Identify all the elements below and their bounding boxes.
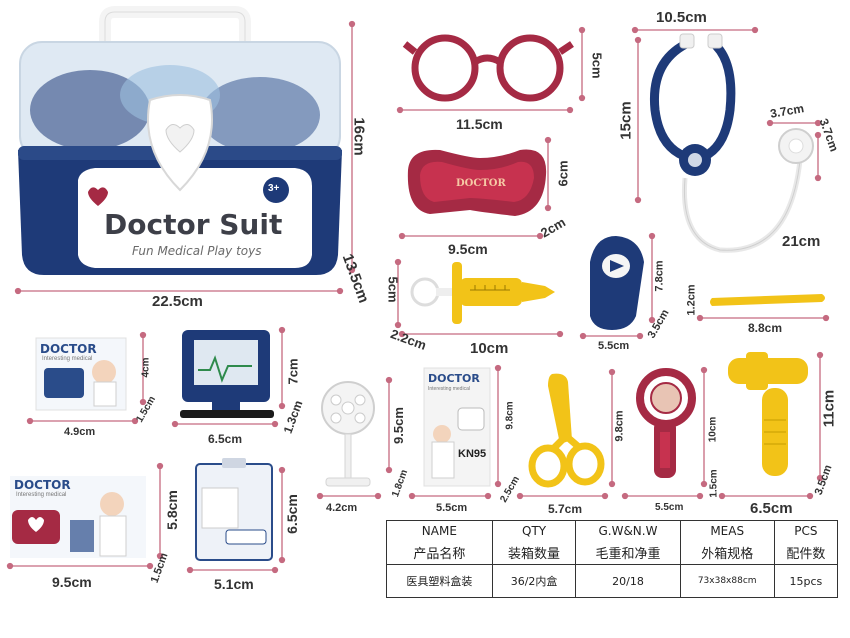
dim-box-width: 9.5cm [52,574,92,590]
dim-tray-width: 9.5cm [448,241,488,257]
spec-header-cn: 产品名称 装箱数量 毛重和净重 外箱规格 配件数 [386,540,839,565]
kidney-tray [407,149,547,216]
scissors [528,373,605,488]
glasses [402,34,574,102]
stethoscope [649,33,814,253]
header-qty: QTY [491,520,577,541]
table-row: 医具塑料盒装 36/2内盒 20/18 73x38x88cm 15pcs [386,564,839,598]
spec-header-en: NAME QTY G.W&N.W MEAS PCS [386,520,839,541]
dim-glasses-width: 11.5cm [456,116,503,132]
dim-tongue-length: 8.8cm [748,321,783,335]
dim-case-width: 22.5cm [152,293,203,310]
reflex-hammer [728,352,808,476]
header-pcs: PCS [773,520,839,541]
box-title: DOCTOR [14,478,71,492]
kn95-label: KN95 [458,448,487,460]
box-subtitle: Interesting medical [16,492,67,498]
dim-hammer-height: 11cm [820,389,838,428]
dim-monitor-height: 7cm [285,358,301,385]
card-subtitle: Interesting medical [42,356,93,362]
dimension-lines [6,20,830,574]
header-meas-cn: 外箱规格 [679,540,775,565]
dim-otoscope-height: 10cm [707,416,719,443]
dim-case-height: 16cm [350,117,368,156]
cell-meas: 73x38x88cm [679,564,775,598]
header-weight: G.W&N.W [575,520,681,541]
tray-logo: DOCTOR [456,178,506,189]
dim-monitor-width: 6.5cm [208,432,243,446]
otoscope [636,368,696,478]
header-name: NAME [386,520,493,541]
dim-stethoscope-width: 10.5cm [656,9,707,26]
dim-glasses-height: 5cm [589,52,605,79]
cell-name: 医具塑料盒装 [386,564,493,598]
dim-scissors-height: 9.8cm [613,410,626,442]
dim-hammer-width: 6.5cm [750,500,793,517]
dim-thermometer-width: 5.5cm [598,340,630,352]
dim-box-height: 5.8cm [163,490,180,530]
ear-thermometer [590,236,644,330]
doctor-box [10,476,146,558]
tongue-depressor [710,294,825,306]
dim-syringe-width: 10cm [470,340,509,357]
header-weight-cn: 毛重和净重 [575,540,681,565]
header-name-cn: 产品名称 [386,540,493,565]
case-subtitle: Fun Medical Play toys [132,244,262,258]
dim-otoscope-width: 5.5cm [655,502,684,513]
head-mirror [321,381,375,487]
dim-tray-height: 6cm [555,160,571,187]
dim-syringe-height: 5cm [385,276,401,303]
header-meas: MEAS [679,520,775,541]
dim-badge-width: 5.1cm [214,576,254,592]
kn95-book [423,367,491,487]
dim-mirror-width: 4.2cm [326,502,358,514]
dim-stethoscope-tube: 21cm [782,233,821,250]
header-qty-cn: 装箱数量 [491,540,577,565]
dim-book-height: 9.8cm [504,401,516,430]
dim-book-width: 5.5cm [436,502,468,514]
dim-stethoscope-height: 15cm [617,101,635,140]
cell-weight: 20/18 [575,564,681,598]
dim-scissors-width: 5.7cm [548,502,583,516]
age-badge: 3+ [268,183,280,194]
cell-pcs: 15pcs [773,564,839,598]
dim-otoscope-depth: 1.5cm [708,469,720,498]
medical-case [18,6,342,275]
card-title: DOCTOR [40,342,97,356]
doctor-card [35,337,127,411]
cell-qty: 36/2内盒 [491,564,577,598]
spec-table: NAME QTY G.W&N.W MEAS PCS 产品名称 装箱数量 毛重和净… [386,520,839,598]
id-badge [195,458,273,561]
dim-thermometer-height: 7.8cm [653,260,666,292]
book-subtitle: Interesting medical [428,386,470,392]
dim-card-width: 4.9cm [64,426,96,438]
monitor-toy [180,330,274,418]
case-title: Doctor Suit [104,208,283,241]
dim-badge-height: 6.5cm [283,494,300,534]
dim-tongue-height: 1.2cm [685,284,698,316]
syringe [410,262,555,324]
book-title: DOCTOR [428,372,480,385]
header-pcs-cn: 配件数 [773,540,839,565]
dim-mirror-height: 9.5cm [390,407,406,444]
dim-card-height: 4cm [140,357,152,378]
